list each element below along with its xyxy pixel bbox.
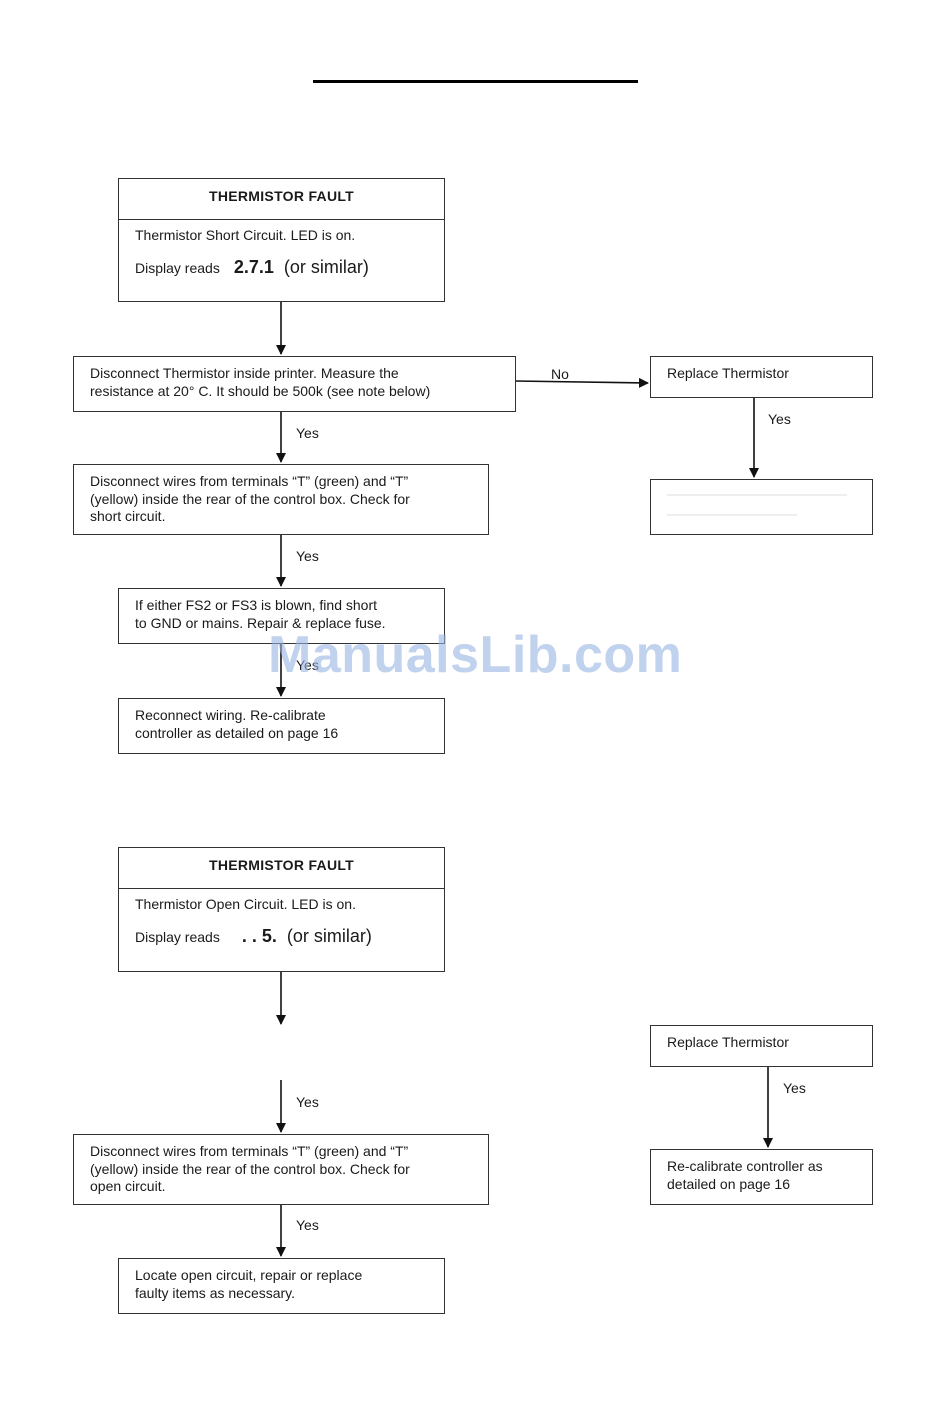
- display-suffix: (or similar): [283, 257, 369, 277]
- display-code: . . 5.: [241, 926, 277, 946]
- label-yes: Yes: [296, 548, 319, 564]
- step-locate-open-circuit: Locate open circuit, repair or replace f…: [118, 1258, 445, 1314]
- step-recalibrate-controller: Re-calibrate controller as detailed on p…: [650, 1149, 873, 1205]
- step-text: Disconnect Thermistor inside printer. Me…: [90, 365, 431, 399]
- top-rule: [313, 80, 638, 83]
- display-code: 2.7.1: [233, 257, 274, 277]
- faded-text-line: [667, 514, 797, 516]
- step-reconnect-wiring: Reconnect wiring. Re-calibrate controlle…: [118, 698, 445, 754]
- fault-title: THERMISTOR FAULT: [119, 848, 444, 889]
- step-replace-thermistor: Replace Thermistor: [650, 356, 873, 398]
- step-text: Disconnect wires from terminals “T” (gre…: [90, 1143, 410, 1194]
- label-yes: Yes: [296, 1217, 319, 1233]
- watermark-logo: ManualsLib.com: [268, 626, 683, 684]
- fault-header-short-circuit: THERMISTOR FAULT Thermistor Short Circui…: [118, 178, 445, 302]
- label-yes: Yes: [296, 1094, 319, 1110]
- step-replace-fuse: If either FS2 or FS3 is blown, find shor…: [118, 588, 445, 644]
- step-measure-resistance: Disconnect Thermistor inside printer. Me…: [73, 356, 516, 412]
- fault-description: Thermistor Open Circuit. LED is on.: [135, 896, 356, 912]
- arrow-step1-to-replace: [514, 377, 649, 388]
- step-text: Replace Thermistor: [667, 1034, 789, 1050]
- step-text: If either FS2 or FS3 is blown, find shor…: [135, 597, 386, 631]
- step-text: Locate open circuit, repair or replace f…: [135, 1267, 363, 1301]
- label-yes: Yes: [296, 657, 319, 673]
- display-readout: Display reads 2.7.1 (or similar): [135, 257, 369, 278]
- label-yes: Yes: [768, 411, 791, 427]
- display-prefix: Display reads: [135, 260, 220, 276]
- step-text: Replace Thermistor: [667, 365, 789, 381]
- step-blank-box: [650, 479, 873, 535]
- step-check-short-circuit: Disconnect wires from terminals “T” (gre…: [73, 464, 489, 535]
- label-yes: Yes: [296, 425, 319, 441]
- step-text: Re-calibrate controller as detailed on p…: [667, 1158, 823, 1192]
- step-replace-thermistor-2: Replace Thermistor: [650, 1025, 873, 1067]
- faded-text-line: [667, 494, 847, 496]
- display-prefix: Display reads: [135, 929, 220, 945]
- step-text: Disconnect wires from terminals “T” (gre…: [90, 473, 410, 524]
- fault-description: Thermistor Short Circuit. LED is on.: [135, 227, 356, 243]
- step-text: Reconnect wiring. Re-calibrate controlle…: [135, 707, 339, 741]
- fault-header-open-circuit: THERMISTOR FAULT Thermistor Open Circuit…: [118, 847, 445, 972]
- fault-title: THERMISTOR FAULT: [119, 179, 444, 220]
- display-suffix: (or similar): [286, 926, 372, 946]
- step-check-open-circuit: Disconnect wires from terminals “T” (gre…: [73, 1134, 489, 1205]
- label-yes: Yes: [783, 1080, 806, 1096]
- label-no: No: [551, 366, 569, 382]
- display-readout: Display reads . . 5. (or similar): [135, 926, 372, 947]
